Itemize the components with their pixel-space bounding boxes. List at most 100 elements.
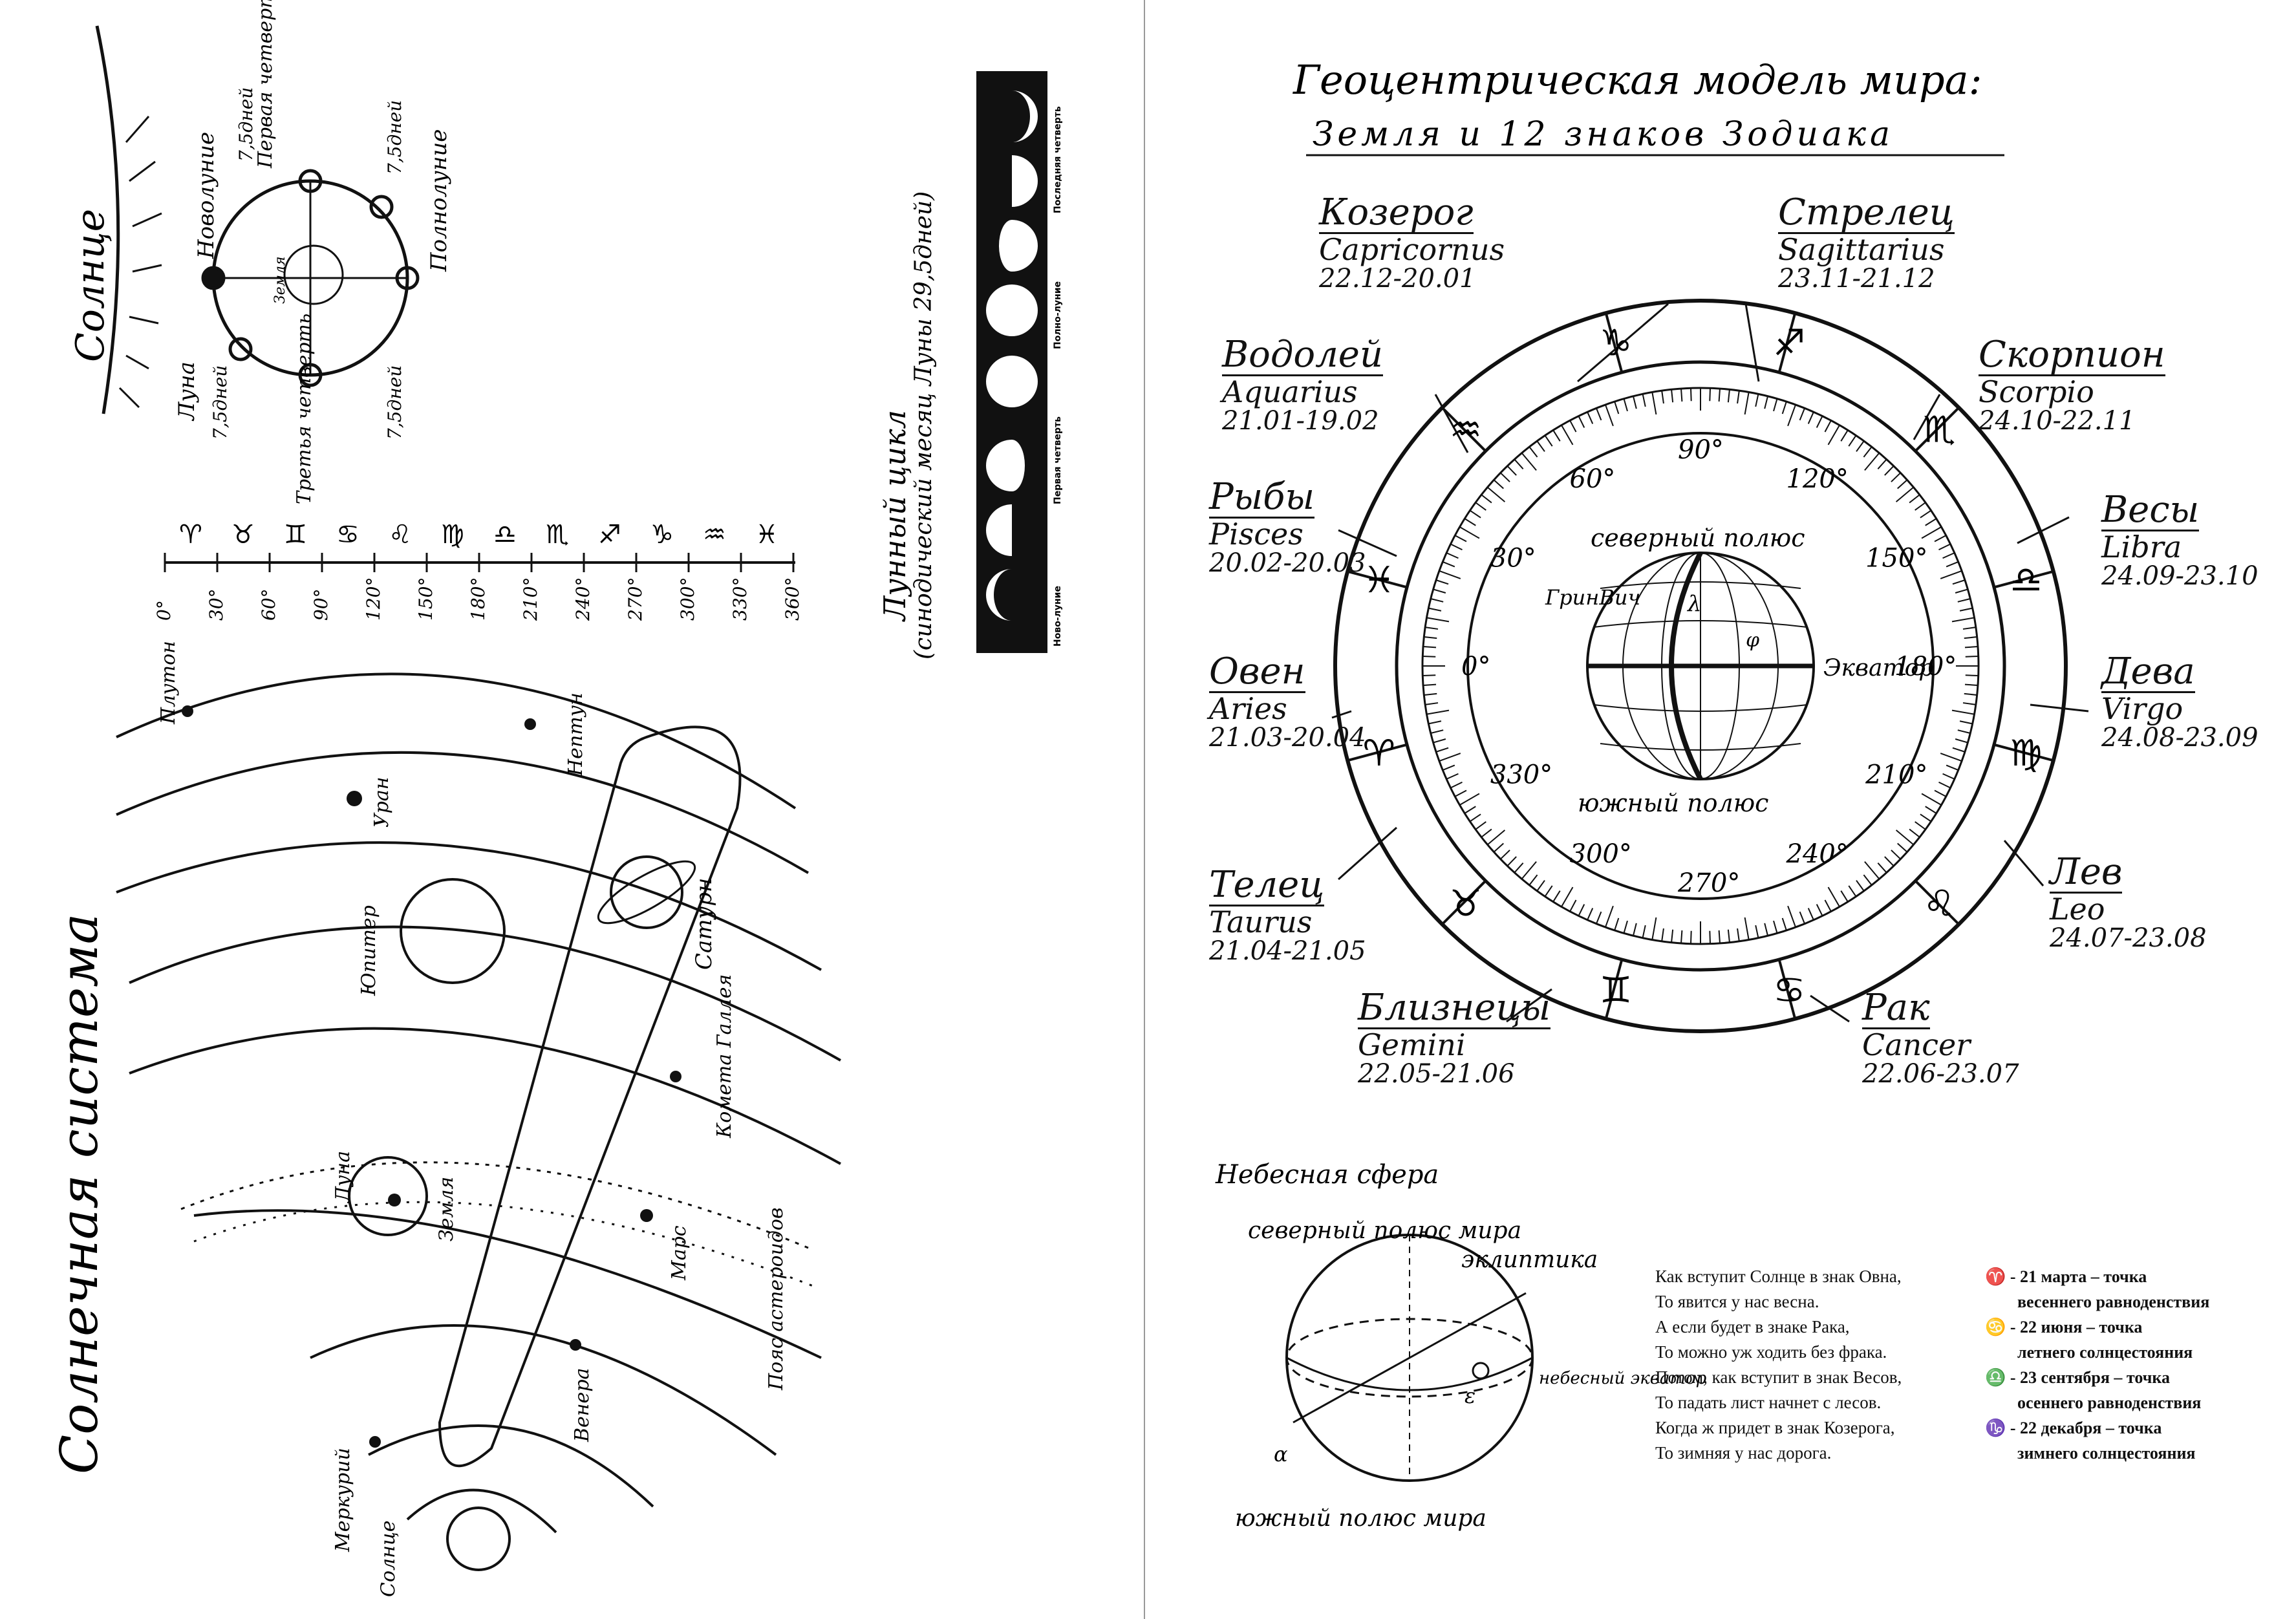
ring-tick [1439, 753, 1461, 762]
ecliptic-label: эклиптика [1461, 1247, 1598, 1273]
zodiac-name-ru: Весы [2101, 489, 2200, 531]
ring-tick [1877, 458, 1887, 469]
ring-tick [1848, 885, 1857, 897]
main-subtitle: Земля и 12 знаков Зодиака [1313, 115, 1894, 154]
days-label-2: 7,5дней [384, 100, 405, 175]
ring-tick [1499, 850, 1510, 860]
poem-line: Потом, как вступит в знак Весов, [1655, 1367, 1902, 1387]
ring-tick [1426, 617, 1450, 623]
moon-phase-dot [369, 195, 394, 219]
ring-tick [1773, 398, 1778, 412]
zodiac-ring-glyph: ♏ [1923, 409, 1955, 451]
ring-tick [1671, 929, 1674, 943]
zodiac-dates: 22.12-20.01 [1319, 264, 1476, 294]
sector-divider [1441, 407, 1487, 453]
phase-strip-label-3: Полно-луние [1053, 281, 1063, 349]
ring-tick [1915, 502, 1926, 511]
ring-tick [1891, 850, 1902, 860]
ring-tick [1469, 813, 1481, 822]
ring-tick [1957, 729, 1971, 734]
ring-tick [1773, 920, 1778, 934]
moon-phase-strip [976, 71, 1047, 653]
ring-tick [1514, 458, 1524, 469]
scale-label: 0° [153, 600, 175, 621]
poem-line: Когда ж придет в знак Козерога, [1655, 1418, 1895, 1437]
zodiac-name-ru: Овен [1209, 650, 1305, 693]
zodiac-ring-glyph: ♎ [2010, 559, 2042, 601]
sector-divider [1777, 959, 1797, 1020]
ring-tick [1425, 627, 1439, 630]
ring-tick [1744, 917, 1750, 940]
scale-label: 30° [206, 588, 227, 621]
scale-label: 360° [782, 577, 803, 621]
ring-tick [1962, 627, 1976, 630]
zodiac-name-ru: Дева [2101, 650, 2195, 693]
zodiac-name-ru: Рыбы [1209, 476, 1315, 519]
ring-tick [1897, 842, 1908, 853]
zodiac-dates: 22.06-23.07 [1862, 1059, 2019, 1089]
ring-tick [1680, 930, 1683, 944]
ring-tick [1425, 702, 1439, 705]
zodiac-dates: 21.04-21.05 [1209, 936, 1366, 967]
legend-row: зимнего солнцестояния [2017, 1444, 2196, 1463]
ring-tick [1446, 773, 1459, 780]
scale-label: 120° [363, 577, 384, 621]
libra-glyph: ♎ [1985, 1368, 2006, 1387]
sun-label: Солнце [68, 209, 113, 362]
jupiter-body [400, 878, 506, 984]
ring-degree-label: 180° [1894, 652, 1957, 681]
poem-line: То явится у нас весна. [1655, 1292, 1819, 1311]
ring-tick [1891, 472, 1902, 482]
mercury-label: Меркурий [332, 1448, 354, 1552]
ring-tick [1561, 425, 1574, 445]
ring-tick [1962, 702, 1976, 705]
ring-tick [1755, 394, 1759, 407]
ring-tick [1816, 416, 1823, 428]
ring-tick [1424, 636, 1437, 639]
ring-tick [1442, 764, 1455, 771]
ring-tick [1781, 401, 1787, 414]
outer-ring [1333, 299, 2068, 1033]
ring-tick [1744, 392, 1750, 415]
ring-tick [1623, 920, 1628, 934]
ring-tick [1450, 781, 1463, 789]
ring-degree-label: 60° [1570, 464, 1616, 494]
ring-tick [1920, 813, 1932, 822]
pluto-orbit [116, 672, 797, 810]
ring-tick [1435, 579, 1449, 585]
zodiac-glyph: ♑ [650, 520, 674, 550]
zodiac-name-latin: Sagittarius [1778, 231, 1945, 267]
ring-tick [1946, 764, 1959, 771]
ring-tick [1727, 929, 1730, 943]
days-label-3: 7,5дней [384, 365, 405, 440]
ring-tick [1569, 420, 1577, 433]
ring-tick [1921, 793, 1942, 806]
ring-tick [1718, 388, 1721, 402]
venus-label: Венера [571, 1368, 594, 1442]
zodiac-dates: 23.11-21.12 [1778, 264, 1935, 294]
zodiac-dates: 21.03-20.04 [1209, 723, 1366, 753]
zodiac-glyph: ♏ [546, 520, 569, 550]
ring-tick [1680, 388, 1683, 402]
moon-phase-dot [298, 363, 323, 387]
ring-tick [1426, 709, 1450, 715]
ring-tick [1433, 588, 1446, 594]
zodiac-ring-glyph: ♓ [1363, 559, 1395, 601]
poem-line: То можно уж ходить без фрака. [1655, 1342, 1887, 1362]
zodiac-glyph: ♋ [336, 520, 359, 550]
zodiac-glyph: ♊ [284, 520, 307, 550]
ring-tick [1915, 821, 1926, 830]
sign-ring [1395, 360, 2006, 972]
ring-tick [1424, 692, 1437, 696]
zodiac-dates: 20.02-20.03 [1209, 548, 1366, 579]
zodiac-ring-glyph: ♌ [1923, 883, 1955, 925]
ring-tick [1884, 856, 1894, 867]
ring-tick [1446, 552, 1459, 559]
ring-tick [1529, 446, 1538, 458]
ring-degree-label: 120° [1786, 464, 1849, 494]
zodiac-glyph: ♉ [231, 520, 255, 550]
